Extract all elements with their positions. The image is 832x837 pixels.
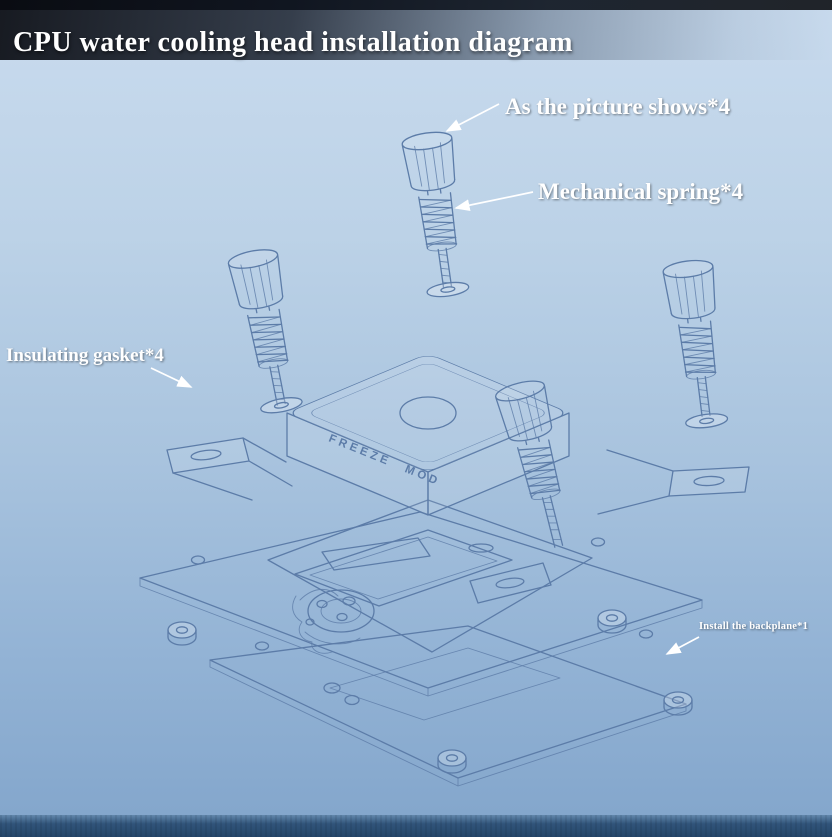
pointer-arrows: [150, 103, 700, 655]
thumbscrew-and-spring: [226, 245, 307, 410]
thumbscrew-and-spring: [661, 257, 732, 420]
bottom-dark-band: [0, 815, 832, 837]
arrow-gasket: [150, 367, 193, 388]
thumbscrew-and-spring: [400, 128, 474, 292]
motherboard-plate: [139, 511, 703, 697]
insulating-gasket: [684, 411, 729, 431]
screw-assembly-top: [400, 128, 474, 300]
backplate-post-left: [167, 621, 197, 646]
label-screws: As the picture shows*4: [505, 94, 731, 119]
arrow-backplane: [665, 636, 700, 655]
screw-assembly-left: [226, 245, 307, 417]
insulating-gasket: [425, 279, 471, 300]
mounting-bracket: [166, 437, 750, 515]
label-spring: Mechanical spring*4: [538, 179, 744, 204]
label-backplane: Install the backplane*1: [699, 621, 809, 632]
screw-assembly-center: [493, 376, 581, 548]
label-gasket: Insulating gasket*4: [6, 345, 164, 366]
arrow-screws: [445, 103, 500, 132]
page-title: CPU water cooling head installation diag…: [13, 27, 573, 58]
cold-plate-assembly: [267, 499, 593, 653]
backplate-post-bottom: [437, 749, 467, 774]
backplate-post-east: [663, 691, 693, 716]
title-background-shade: [0, 0, 832, 60]
screw-assembly-right: [661, 257, 732, 431]
backplate: [167, 609, 693, 787]
arrow-spring: [454, 191, 534, 212]
